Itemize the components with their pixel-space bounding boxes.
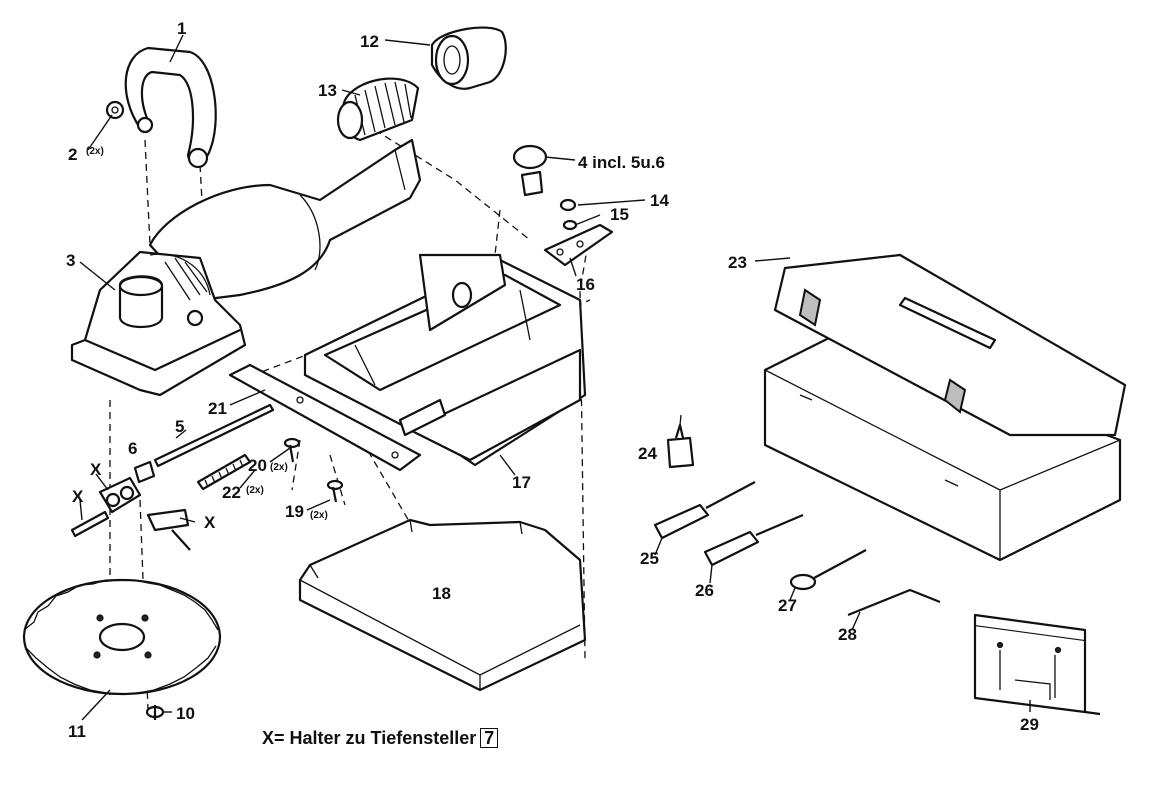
hose-part-13 bbox=[336, 77, 420, 142]
label-part-2: 2 bbox=[68, 145, 78, 164]
label-part-12: 12 bbox=[360, 32, 379, 51]
label-part-23: 23 bbox=[728, 253, 747, 272]
screwdriver-part-26 bbox=[703, 513, 804, 567]
screw-washer-14-15 bbox=[559, 198, 578, 231]
caption-reference-box: 7 bbox=[480, 728, 499, 748]
label-part-25: 25 bbox=[640, 549, 659, 568]
label-part-4: 4 incl. 5u.6 bbox=[578, 153, 665, 172]
label-holder-x-2: X bbox=[72, 487, 84, 506]
label-part-18: 18 bbox=[432, 584, 451, 603]
caption-text: X= Halter zu Tiefensteller bbox=[262, 728, 477, 748]
hex-key-part-28 bbox=[847, 588, 941, 617]
label-part-6: 6 bbox=[128, 439, 138, 458]
label-part-28: 28 bbox=[838, 625, 857, 644]
chip-tray-part-18 bbox=[298, 518, 587, 692]
screwdriver-part-25 bbox=[653, 481, 756, 540]
knob-part-4 bbox=[512, 144, 548, 197]
label-part-11: 11 bbox=[68, 722, 86, 741]
label-part-16: 16 bbox=[576, 275, 595, 294]
gear-head-part bbox=[70, 250, 247, 397]
screw-part-19 bbox=[326, 479, 344, 503]
label-part-20-qty: (2x) bbox=[270, 462, 288, 473]
label-part-22-qty: (2x) bbox=[246, 485, 264, 496]
shaft-part-5 bbox=[153, 403, 275, 468]
label-part-24: 24 bbox=[638, 444, 657, 463]
leader-lines bbox=[79, 34, 1031, 721]
wire-tool-part-27 bbox=[789, 549, 867, 591]
carrying-case-part-23 bbox=[763, 253, 1127, 562]
label-holder-x-1: X bbox=[90, 460, 102, 479]
saw-blade-part-11 bbox=[22, 578, 222, 696]
label-part-3: 3 bbox=[66, 251, 76, 270]
label-part-14: 14 bbox=[650, 191, 669, 210]
screw-part-2 bbox=[105, 100, 125, 120]
rail-part-21 bbox=[228, 363, 422, 472]
label-part-2-qty: (2x) bbox=[86, 146, 104, 157]
spring-part-22 bbox=[196, 453, 252, 491]
label-part-19-qty: (2x) bbox=[310, 510, 328, 521]
label-part-26: 26 bbox=[695, 581, 714, 600]
label-part-13: 13 bbox=[318, 81, 337, 100]
base-plate-17 bbox=[303, 253, 587, 467]
bracket-part-29 bbox=[973, 613, 1101, 716]
screw-part-10 bbox=[145, 705, 165, 720]
label-part-21: 21 bbox=[208, 399, 227, 418]
adapter-part-12 bbox=[430, 26, 507, 90]
handle-part bbox=[124, 46, 217, 169]
label-part-22: 22 bbox=[222, 483, 241, 502]
motor-body bbox=[148, 138, 422, 302]
holder-x-parts bbox=[70, 476, 191, 551]
label-part-5: 5 bbox=[175, 417, 185, 436]
label-part-29: 29 bbox=[1020, 715, 1039, 734]
label-part-19: 19 bbox=[285, 502, 304, 521]
label-part-17: 17 bbox=[512, 473, 531, 492]
label-part-1: 1 bbox=[177, 19, 187, 38]
screw-part-20 bbox=[283, 437, 301, 463]
label-part-27: 27 bbox=[778, 596, 797, 615]
label-part-15: 15 bbox=[610, 205, 629, 224]
clamp-plate-16 bbox=[543, 223, 614, 267]
oil-can-part-24 bbox=[666, 414, 695, 469]
label-holder-x-3: X bbox=[204, 513, 216, 532]
pin-part-6 bbox=[133, 460, 156, 484]
label-part-20: 20 bbox=[248, 456, 267, 475]
label-part-10: 10 bbox=[176, 704, 195, 723]
